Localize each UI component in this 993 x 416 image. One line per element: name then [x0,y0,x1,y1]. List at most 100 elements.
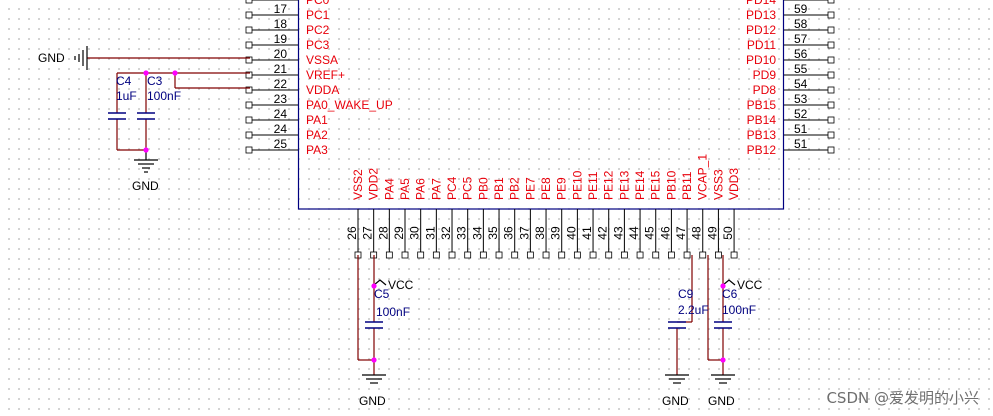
pin-name: VDDA [306,83,339,97]
pin-endpoint [620,251,628,259]
gnd-symbols-bottom [362,374,735,384]
vcc-symbols [373,279,736,286]
left-cap-plates [108,112,155,120]
pin-name: PE11 [586,171,600,200]
pin-number: 60 [794,0,808,1]
c6-value: 100nF [722,303,756,317]
gnd-symbol-caps [134,150,158,173]
pin-endpoint [715,251,722,259]
right-pin-group: 60PD1459PD1358PD1257PD1156PD1055PD954PD8… [746,0,835,157]
bottom-wires [357,255,724,375]
pin-number: 25 [274,137,288,151]
pin-number: 53 [794,92,808,106]
pin-endpoint [245,131,253,139]
watermark: CSDN @爱发明的小兴 [826,389,979,407]
pin-number: 26 [345,226,359,240]
pin-endpoint [495,251,503,259]
pin-endpoint [827,101,835,109]
pin-endpoint [464,251,472,259]
junction-c3-gnd [143,147,149,153]
pin-number: 57 [794,32,808,46]
pin-number: 35 [486,226,500,240]
pin-endpoint [589,251,597,259]
c3-ref: C3 [147,74,163,88]
c9-ref: C9 [678,287,694,301]
c3-value: 100nF [147,89,181,103]
pin-number: 49 [705,226,719,240]
junction-c6-gnd [720,357,726,363]
pin-number: 23 [274,92,288,106]
pin-endpoint [245,116,253,124]
pin-name: VSS3 [711,169,725,200]
pin-name: PD10 [746,53,776,67]
pin-endpoint [827,0,835,4]
pin-endpoint [245,0,253,4]
left-wires [87,57,250,151]
pin-number: 20 [274,47,288,61]
pin-name: PD14 [746,0,776,7]
pin-endpoint [245,11,253,19]
junction-vdda [172,70,178,76]
pin-endpoint [668,251,675,259]
pin-endpoint [542,251,550,259]
gnd-label-c5: GND [359,394,386,408]
pin-number: 32 [439,226,453,240]
pin-number: 51 [794,137,808,151]
pin-name: PE9 [555,177,569,200]
pin-name: PC2 [306,23,330,37]
junction-c6-vcc [720,283,726,289]
pin-number: 18 [274,17,288,31]
pin-number: 42 [596,226,610,240]
pin-endpoint [573,251,581,259]
junction-c5-gnd [371,357,377,363]
c9-value: 2.2uF [678,303,709,317]
pin-name: PD11 [747,38,776,52]
gnd-label-caps: GND [132,179,159,193]
pin-number: 55 [794,62,808,76]
pin-name: PB2 [508,177,522,200]
pin-number: 39 [549,226,563,240]
pin-number: 31 [423,226,437,240]
pin-name: PA5 [398,178,412,200]
pin-number: 46 [658,226,672,240]
pin-number: 16 [274,0,288,1]
c5-ref: C5 [374,287,390,301]
pin-name: PA6 [414,178,428,200]
vcc-label-c6: VCC [737,278,763,292]
pin-number: 52 [794,107,808,121]
pin-number: 50 [721,226,735,240]
junctions [143,70,726,363]
left-pin-group: 16PC017PC118PC219PC320VSSA21VREF+22VDDA2… [245,0,393,157]
pin-endpoint [699,251,707,259]
pin-endpoint [526,251,534,259]
vcc-symbol-c6 [722,279,736,286]
pin-endpoint [385,251,393,259]
bottom-cap-plates [365,321,732,329]
c6-ref: C6 [722,287,738,301]
pin-name: VCAP_1 [696,154,710,200]
pin-name: PE12 [602,170,616,200]
pin-number: 54 [794,77,808,91]
pin-endpoint [245,146,253,154]
pin-name: PB13 [747,128,777,142]
c4-ref: C4 [116,74,132,88]
pin-name: PE15 [649,170,663,200]
junction-c4-vref [143,70,149,76]
pin-number: 17 [274,2,288,16]
pin-endpoint [558,251,566,259]
pin-name: PB12 [747,143,777,157]
pin-number: 37 [517,226,531,240]
pin-endpoint [636,251,644,259]
pin-number: 30 [408,226,422,240]
gnd-label-c9: GND [662,394,689,408]
pin-endpoint [827,41,835,49]
pin-name: PA0_WAKE_UP [306,98,393,112]
pin-name: PB14 [747,113,777,127]
pin-number: 41 [580,226,594,240]
pin-name: PA2 [306,128,328,142]
pin-endpoint [730,251,738,259]
pin-endpoint [827,26,835,34]
pin-endpoint [511,251,519,259]
pin-name: VSS2 [351,169,365,200]
